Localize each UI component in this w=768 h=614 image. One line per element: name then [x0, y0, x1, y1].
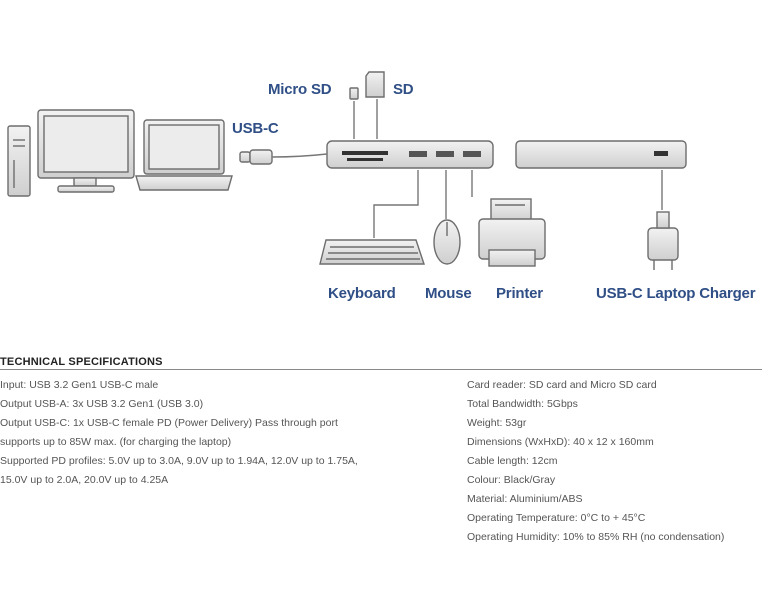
charger-icon — [515, 140, 687, 270]
spec-line: Dimensions (WxHxD): 40 x 12 x 160mm — [467, 436, 654, 448]
laptop-icon — [135, 119, 233, 191]
specs-divider — [0, 369, 762, 370]
micro-sd-label: Micro SD — [268, 81, 332, 98]
sd-label: SD — [393, 81, 414, 98]
mouse-label: Mouse — [425, 285, 472, 302]
spec-line: Output USB-A: 3x USB 3.2 Gen1 (USB 3.0) — [0, 398, 204, 410]
spec-line: Cable length: 12cm — [467, 455, 558, 467]
specs-title: TECHNICAL SPECIFICATIONS — [0, 356, 163, 368]
micro-sd-card-icon — [349, 87, 359, 100]
spec-line: supports up to 85W max. (for charging th… — [0, 436, 232, 448]
spec-line: Total Bandwidth: 5Gbps — [467, 398, 578, 410]
desktop-tower-icon — [7, 125, 31, 197]
sd-card-icon — [365, 71, 385, 98]
keyboard-label: Keyboard — [328, 285, 396, 302]
spec-line: Material: Aluminium/ABS — [467, 493, 583, 505]
cable-lines — [271, 99, 663, 238]
usb-c-label: USB-C — [232, 120, 279, 137]
printer-icon — [478, 198, 546, 267]
mouse-icon — [433, 219, 461, 265]
specs-left-column: Input: USB 3.2 Gen1 USB-C male Output US… — [0, 376, 358, 490]
charger-label: USB-C Laptop Charger — [596, 285, 756, 302]
spec-line: Supported PD profiles: 5.0V up to 3.0A, … — [0, 455, 358, 467]
spec-line: 15.0V up to 2.0A, 20.0V up to 4.25A — [0, 474, 169, 486]
spec-line: Weight: 53gr — [467, 417, 527, 429]
spec-line: Card reader: SD card and Micro SD card — [467, 379, 657, 391]
specs-right-column: Card reader: SD card and Micro SD card T… — [467, 376, 724, 547]
spec-line: Input: USB 3.2 Gen1 USB-C male — [0, 379, 159, 391]
spec-line: Operating Temperature: 0°C to + 45°C — [467, 512, 646, 524]
connection-diagram — [7, 71, 687, 270]
keyboard-icon — [319, 239, 425, 265]
spec-line: Colour: Black/Gray — [467, 474, 556, 486]
spec-line: Output USB-C: 1x USB-C female PD (Power … — [0, 417, 338, 429]
printer-label: Printer — [496, 285, 543, 302]
spec-line: Operating Humidity: 10% to 85% RH (no co… — [467, 531, 725, 543]
monitor-icon — [37, 109, 135, 193]
usb-c-plug-icon — [239, 149, 273, 165]
usb-hub-icon — [326, 140, 494, 169]
